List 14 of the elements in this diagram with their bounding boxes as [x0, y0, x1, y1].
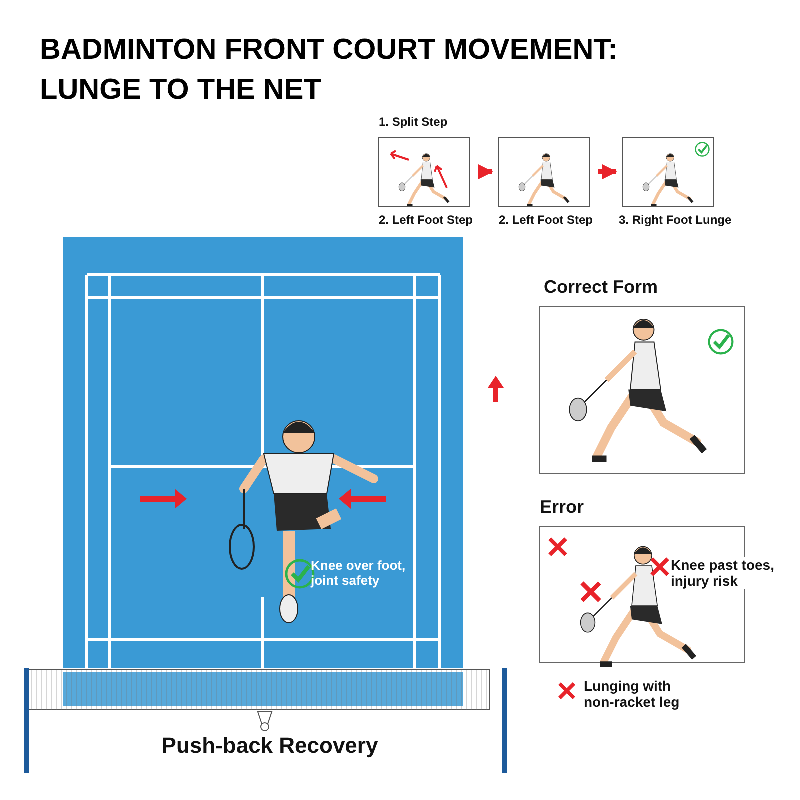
badminton-court: [63, 237, 463, 668]
step-label: 2. Left Foot Step: [379, 214, 474, 228]
caption: Push-back Recovery: [160, 733, 380, 758]
step-label: 1. Split Step: [379, 116, 449, 130]
annotation-text: Knee over foot, joint safety: [311, 559, 407, 589]
title: BADMINTON FRONT COURT MOVEMENT: LUNGE TO THE NET: [40, 33, 619, 108]
arrow: [478, 164, 494, 180]
annotation-text: Knee past toes, injury risk: [671, 557, 775, 590]
panel-heading: Correct Form: [544, 277, 660, 298]
step-label: 2. Left Foot Step: [499, 214, 594, 228]
annotation-text: Lunging with non-racket leg: [584, 678, 681, 710]
step-label: 3. Right Foot Lunge: [619, 214, 733, 228]
arrow: [598, 164, 618, 180]
panel-heading: Error: [540, 497, 586, 518]
